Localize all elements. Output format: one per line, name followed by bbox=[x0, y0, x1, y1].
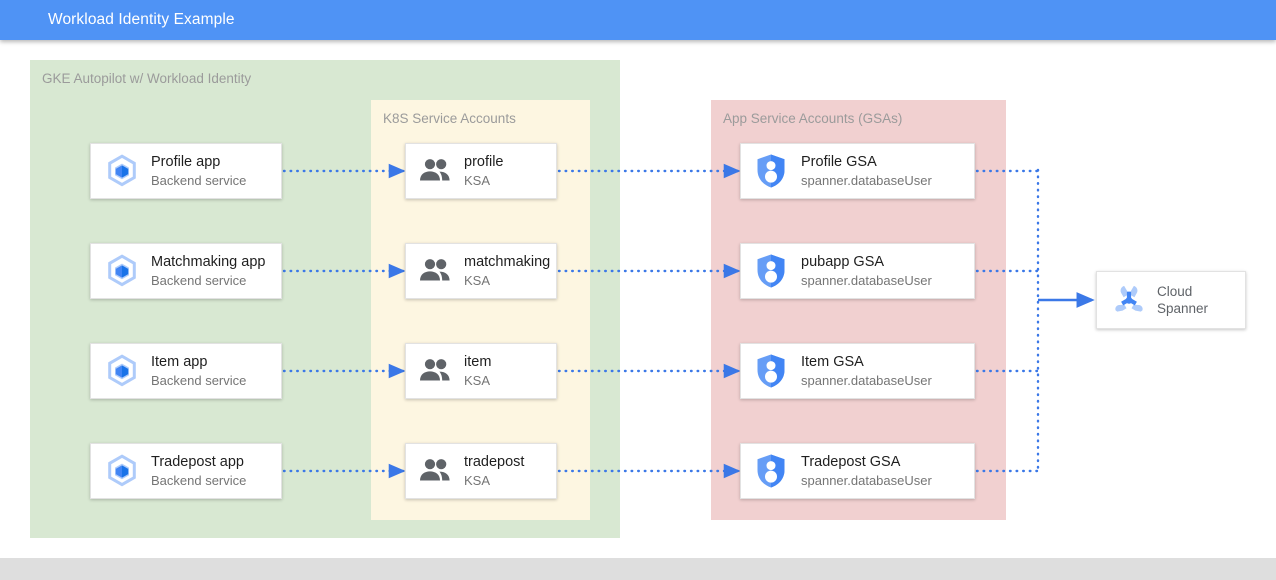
card-cloud-spanner[interactable]: Cloud Spanner bbox=[1096, 271, 1246, 329]
people-group-icon bbox=[416, 254, 454, 288]
card-gsa-subtitle: spanner.databaseUser bbox=[801, 372, 932, 388]
card-gsa-title: Item GSA bbox=[801, 353, 864, 370]
card-gsa-1[interactable]: pubapp GSA spanner.databaseUser bbox=[740, 243, 975, 299]
service-account-shield-icon bbox=[753, 352, 789, 390]
card-gsa-subtitle: spanner.databaseUser bbox=[801, 272, 932, 288]
card-gsa-2[interactable]: Item GSA spanner.databaseUser bbox=[740, 343, 975, 399]
app-to-ksa-connectors bbox=[282, 163, 406, 479]
card-app-3[interactable]: Tradepost app Backend service bbox=[90, 443, 282, 499]
card-gsa-title: Profile GSA bbox=[801, 153, 877, 170]
service-account-shield-icon bbox=[753, 452, 789, 490]
card-gsa-0[interactable]: Profile GSA spanner.databaseUser bbox=[740, 143, 975, 199]
card-ksa-subtitle: KSA bbox=[464, 272, 491, 288]
card-app-title: Tradepost app bbox=[151, 453, 244, 470]
card-gsa-subtitle: spanner.databaseUser bbox=[801, 172, 932, 188]
card-ksa-subtitle: KSA bbox=[464, 472, 491, 488]
card-ksa-title: tradepost bbox=[464, 453, 525, 470]
card-ksa-1[interactable]: matchmaking KSA bbox=[405, 243, 557, 299]
card-ksa-subtitle: KSA bbox=[464, 172, 491, 188]
gsa-to-bus-connectors bbox=[975, 168, 1041, 474]
panel-ksa-title: K8S Service Accounts bbox=[383, 111, 516, 126]
panel-gke-title: GKE Autopilot w/ Workload Identity bbox=[42, 71, 252, 86]
service-account-shield-icon bbox=[753, 152, 789, 190]
card-ksa-3[interactable]: tradepost KSA bbox=[405, 443, 557, 499]
card-ksa-0[interactable]: profile KSA bbox=[405, 143, 557, 199]
cloud-spanner-icon bbox=[1109, 281, 1149, 319]
card-app-0[interactable]: Profile app Backend service bbox=[90, 143, 282, 199]
card-gsa-subtitle: spanner.databaseUser bbox=[801, 472, 932, 488]
card-app-title: Matchmaking app bbox=[151, 253, 266, 270]
gke-cube-icon bbox=[99, 351, 145, 391]
card-app-subtitle: Backend service bbox=[151, 272, 247, 288]
card-app-subtitle: Backend service bbox=[151, 472, 247, 488]
people-group-icon bbox=[416, 354, 454, 388]
card-gsa-title: Tradepost GSA bbox=[801, 453, 901, 470]
card-app-1[interactable]: Matchmaking app Backend service bbox=[90, 243, 282, 299]
ksa-to-gsa-connectors bbox=[557, 163, 741, 479]
card-app-title: Item app bbox=[151, 353, 208, 370]
people-group-icon bbox=[416, 454, 454, 488]
app-header-bar: Workload Identity Example bbox=[0, 0, 1276, 40]
gke-cube-icon bbox=[99, 151, 145, 191]
card-gsa-title: pubapp GSA bbox=[801, 253, 885, 270]
card-app-subtitle: Backend service bbox=[151, 372, 247, 388]
bottom-status-strip bbox=[0, 558, 1276, 580]
card-ksa-title: item bbox=[464, 353, 492, 370]
card-gsa-3[interactable]: Tradepost GSA spanner.databaseUser bbox=[740, 443, 975, 499]
card-ksa-title: profile bbox=[464, 153, 504, 170]
card-app-title: Profile app bbox=[151, 153, 221, 170]
card-spanner-title-line2: Spanner bbox=[1157, 301, 1209, 316]
page-title: Workload Identity Example bbox=[48, 11, 235, 28]
gke-cube-icon bbox=[99, 451, 145, 491]
card-ksa-2[interactable]: item KSA bbox=[405, 343, 557, 399]
card-ksa-subtitle: KSA bbox=[464, 372, 491, 388]
card-ksa-title: matchmaking bbox=[464, 253, 551, 270]
panel-gsa-title: App Service Accounts (GSAs) bbox=[723, 111, 903, 126]
gke-cube-icon bbox=[99, 251, 145, 291]
card-spanner-title-line1: Cloud bbox=[1157, 284, 1193, 299]
card-app-2[interactable]: Item app Backend service bbox=[90, 343, 282, 399]
service-account-shield-icon bbox=[753, 252, 789, 290]
people-group-icon bbox=[416, 154, 454, 188]
card-app-subtitle: Backend service bbox=[151, 172, 247, 188]
